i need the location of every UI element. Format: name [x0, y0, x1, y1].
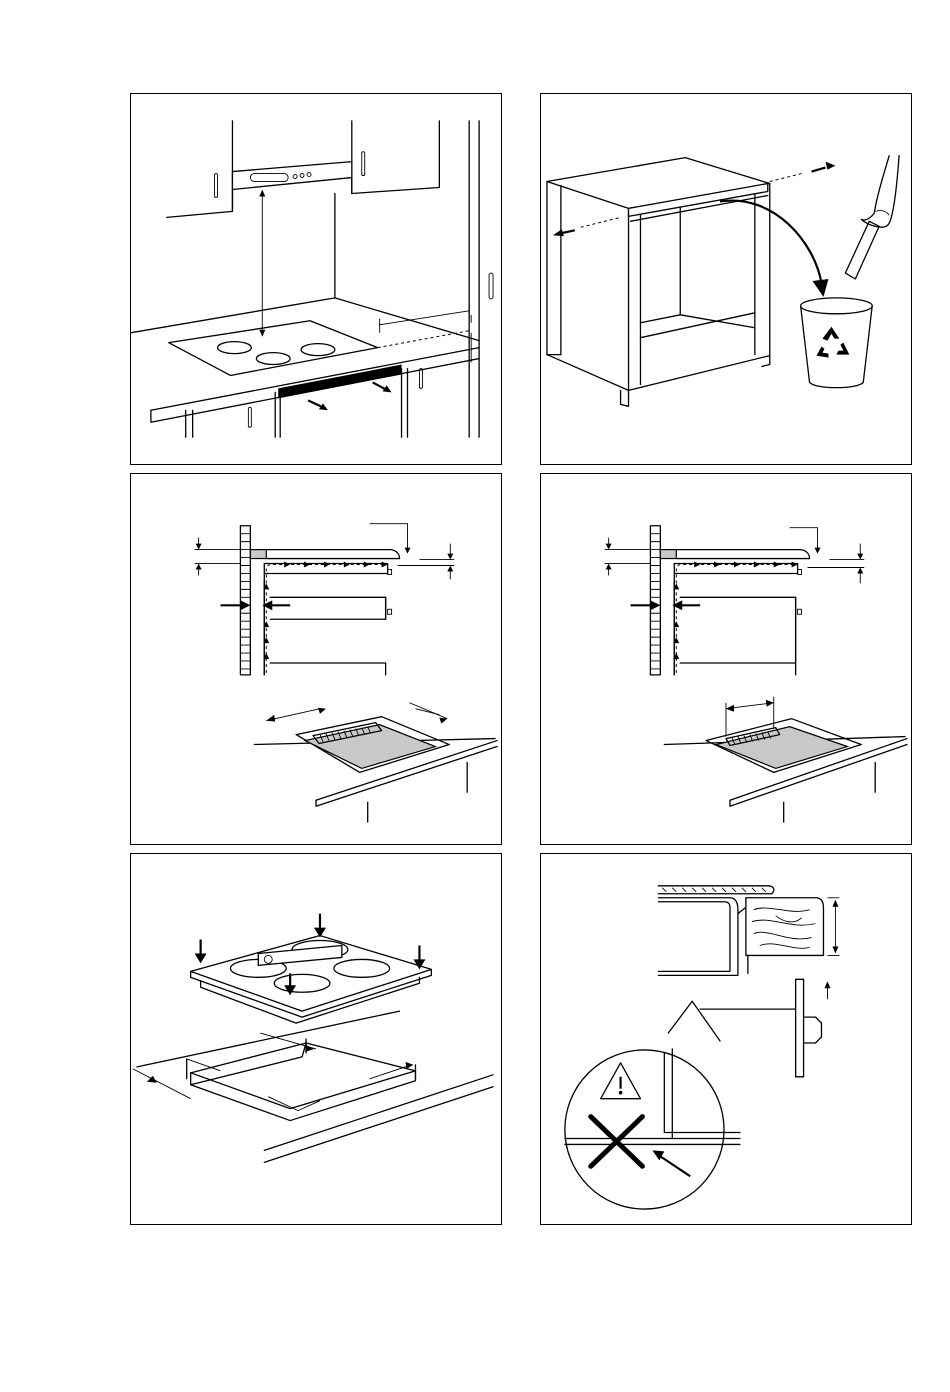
hob-hood-clearance-diagram — [131, 94, 501, 464]
remove-crossbar-diagram — [541, 94, 911, 464]
hob-section — [266, 550, 399, 559]
oven-body — [680, 597, 795, 663]
ventilation-gap-strip — [278, 365, 401, 399]
panel-worktop-edge-warning — [540, 853, 912, 1225]
panel-hob-hood-clearance — [130, 93, 502, 465]
install-hob-diagram — [131, 854, 501, 1224]
panel-ventilation-drawer — [130, 473, 502, 845]
recycle-bin — [801, 298, 873, 388]
panel-remove-crossbar — [540, 93, 912, 465]
brick-wall — [240, 526, 250, 675]
drawer — [270, 597, 385, 619]
worktop-cutout — [254, 717, 497, 822]
forbidden-cross-icon — [591, 1117, 643, 1167]
ventilation-oven-diagram — [541, 474, 911, 844]
panel-install-hob — [130, 853, 502, 1225]
warning-triangle-icon — [601, 1063, 641, 1099]
hand-holding-crossbar — [845, 156, 899, 279]
left-upper-cabinet — [167, 121, 233, 217]
worktop-cutout — [664, 719, 907, 822]
hob-section — [676, 550, 809, 559]
brick-wall — [650, 526, 660, 675]
dispose-arrow — [720, 201, 821, 283]
extractor-hood — [232, 162, 351, 190]
worktop-edge-warning-diagram — [541, 854, 911, 1224]
worktop-back-edge — [131, 298, 479, 341]
airflow-arrows — [263, 562, 387, 673]
zoom-detail-circle — [565, 1001, 740, 1209]
recycle-icon — [817, 327, 850, 358]
panel-ventilation-oven — [540, 473, 912, 845]
wooden-worktop — [746, 898, 824, 956]
airflow-arrows — [673, 562, 797, 673]
hob-plate — [169, 321, 378, 376]
worktop-cutout — [187, 1039, 416, 1121]
hob-top-view — [191, 936, 432, 1024]
ventilation-drawer-diagram — [131, 474, 501, 844]
